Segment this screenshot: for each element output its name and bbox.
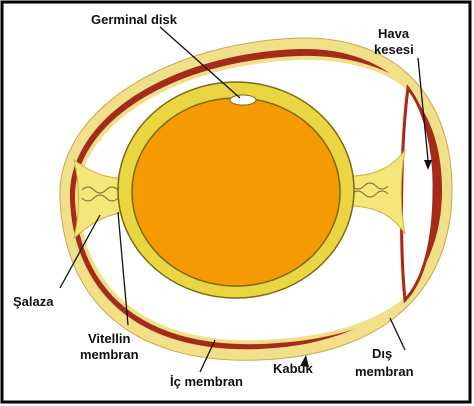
leader-dis — [389, 317, 406, 351]
label-ic-membran: İç membran — [170, 374, 243, 389]
chalaza-right — [337, 149, 406, 235]
leader-germinal — [159, 26, 241, 99]
label-kabuk: Kabuk — [273, 361, 314, 376]
leader-lines — [59, 26, 429, 373]
label-vitellin-1: Vitellin — [88, 331, 130, 346]
label-vitellin-2: membran — [80, 347, 139, 362]
label-dis-1: Dış — [372, 346, 392, 361]
label-hava-kesesi-2: kesesi — [374, 42, 414, 57]
yolk — [131, 97, 341, 287]
leader-hava — [417, 57, 429, 161]
hava-arrow-icon — [424, 160, 432, 170]
label-dis-2: membran — [355, 364, 414, 379]
label-hava-kesesi-1: Hava — [378, 26, 410, 41]
kabuk-arrow-icon — [300, 355, 309, 367]
leader-vitellin — [117, 211, 129, 326]
label-germinal-disk: Germinal disk — [91, 12, 178, 27]
leader-salaza — [59, 214, 101, 289]
label-salaza: Şalaza — [13, 294, 54, 309]
leader-ic — [199, 339, 216, 373]
germinal-disk — [229, 94, 257, 106]
